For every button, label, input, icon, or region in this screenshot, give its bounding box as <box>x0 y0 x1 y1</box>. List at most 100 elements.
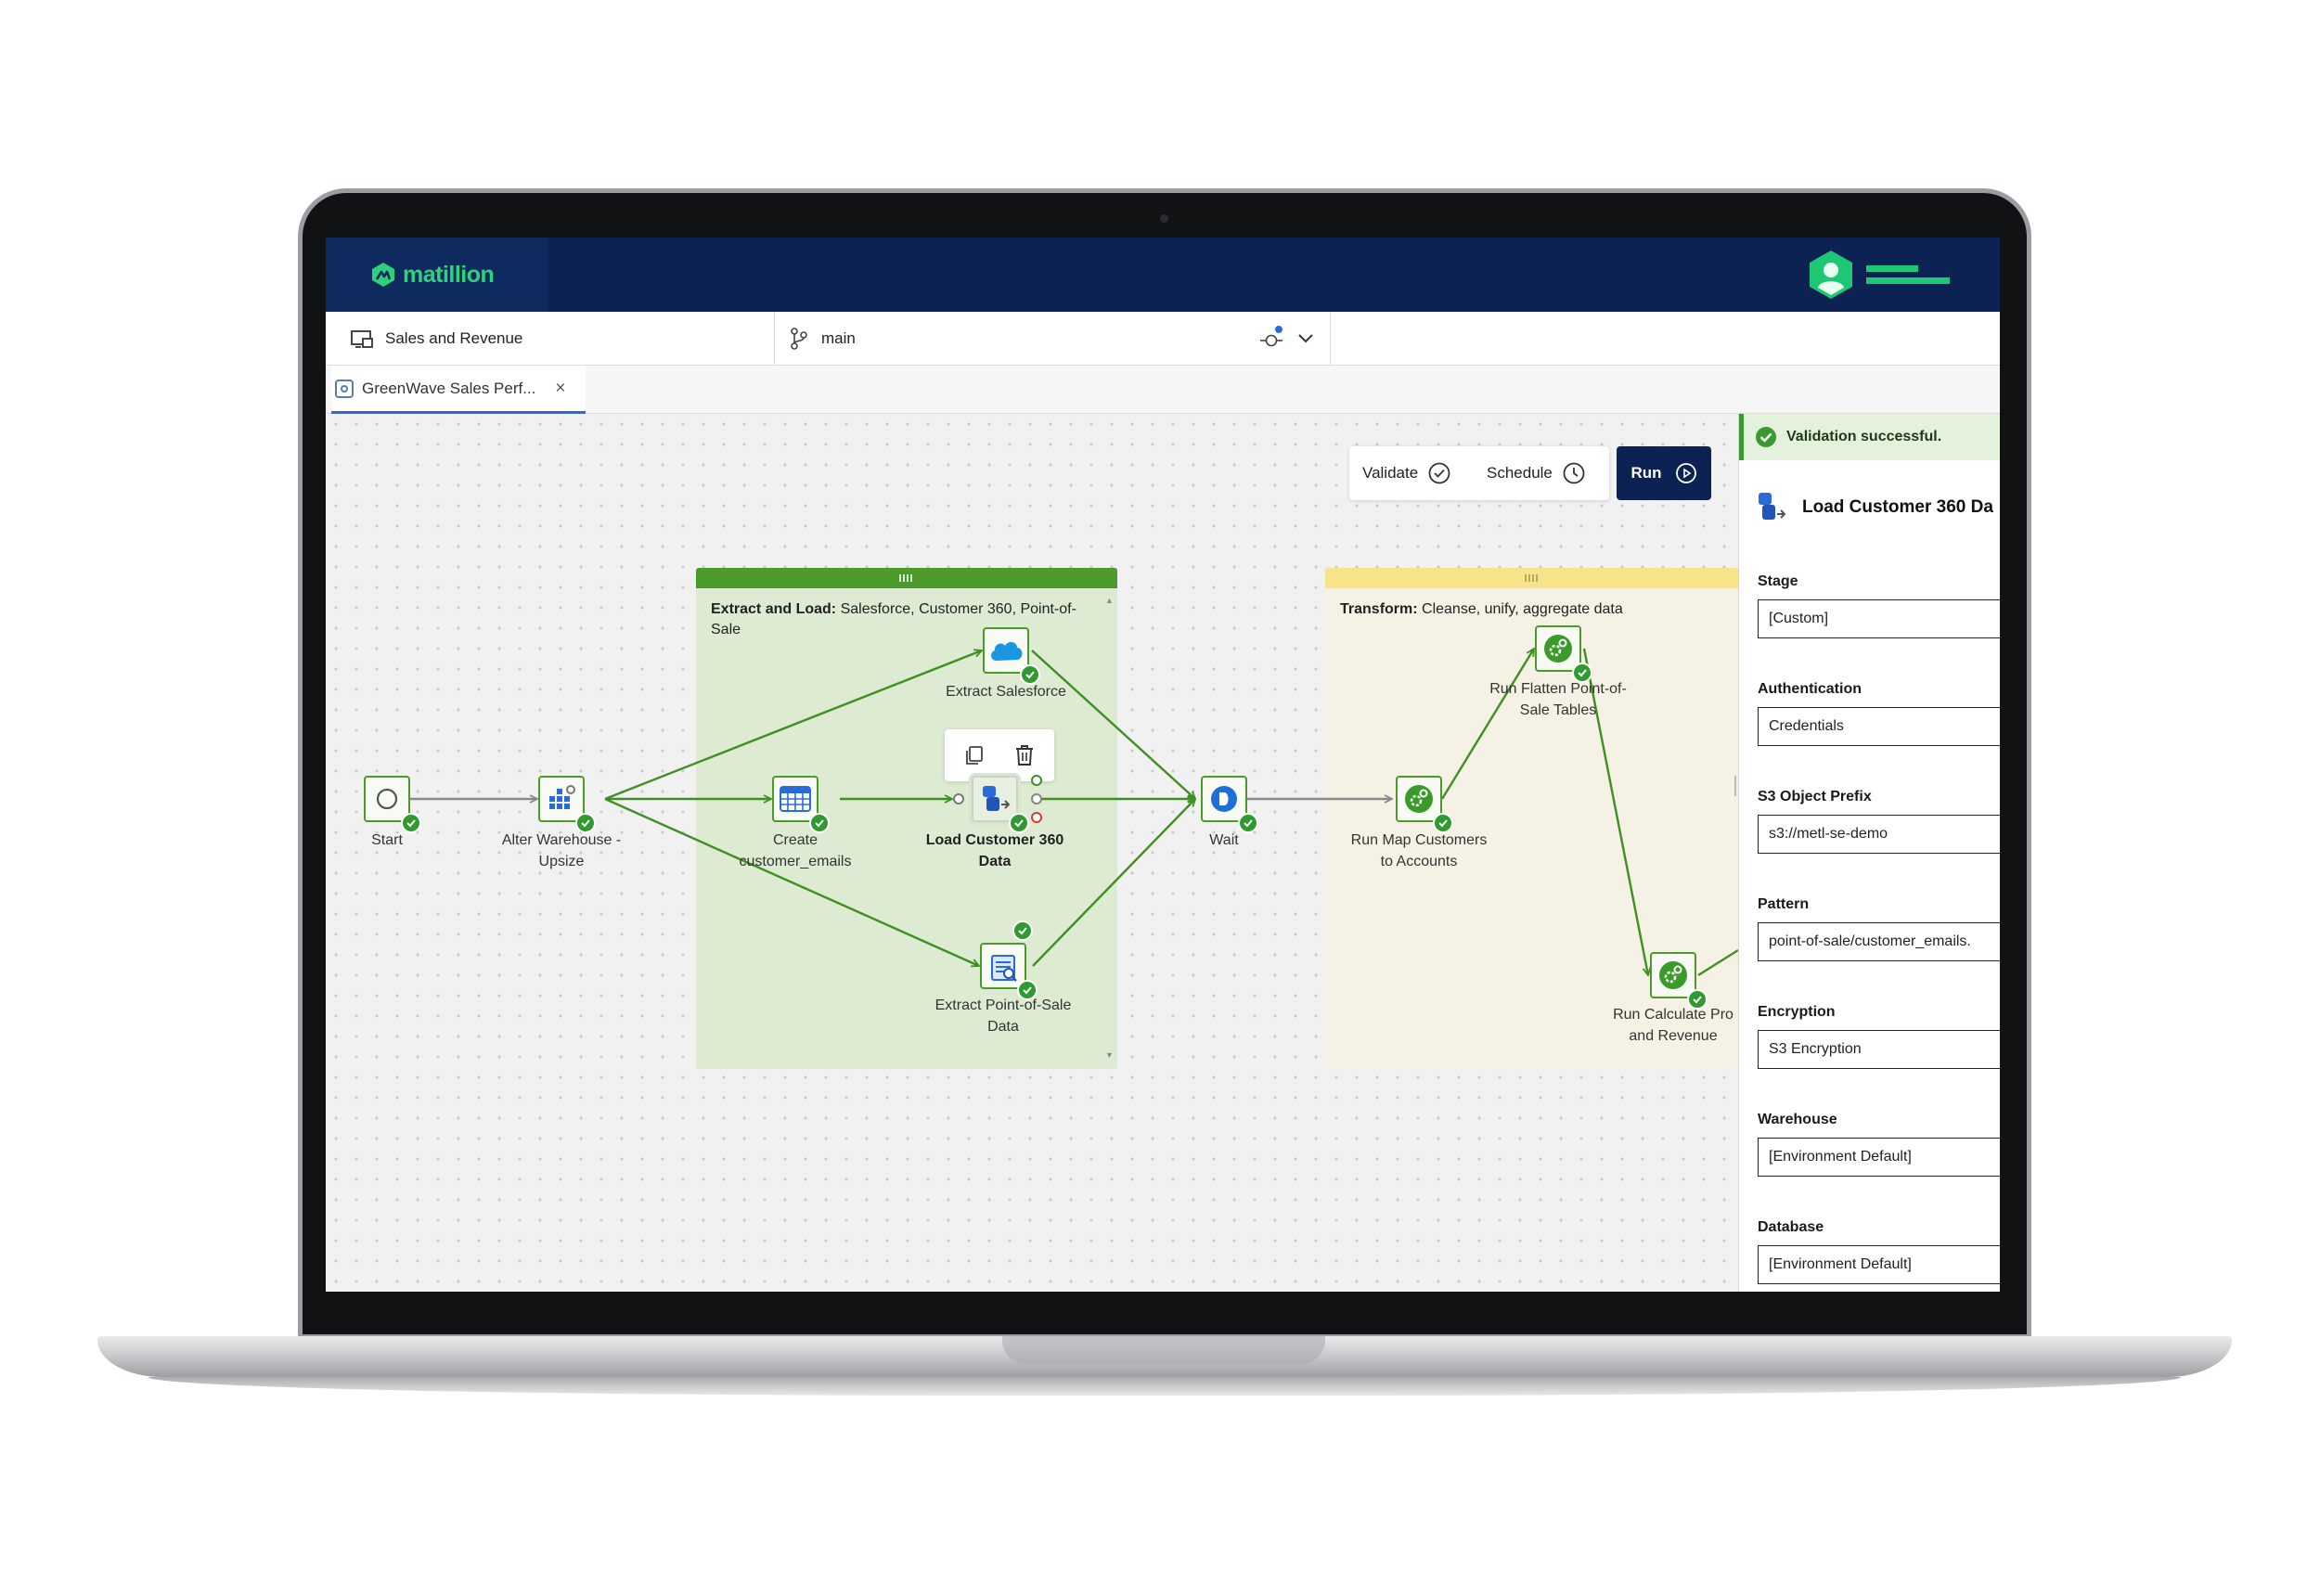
success-check-icon <box>1572 663 1592 683</box>
git-branch-icon <box>791 328 807 350</box>
property-label: Stage <box>1758 573 1798 589</box>
drag-handle-icon[interactable] <box>1524 574 1540 582</box>
property-label: Authentication <box>1758 681 1862 697</box>
delete-icon[interactable] <box>1013 743 1036 767</box>
note-group-extract-load[interactable]: Extract and Load: Salesforce, Customer 3… <box>696 568 1117 1069</box>
node-load-customer-360[interactable] <box>972 776 1029 833</box>
success-check-icon <box>1009 813 1029 833</box>
output-port-unconditional[interactable] <box>1031 793 1042 804</box>
connector-lines <box>410 414 1738 1292</box>
hamburger-menu-icon[interactable] <box>1866 265 1950 290</box>
node-run-map-customers[interactable] <box>1396 776 1453 833</box>
property-label: Warehouse <box>1758 1112 1837 1127</box>
property-field[interactable]: [Custom] <box>1758 599 2000 638</box>
branch-selector[interactable]: main <box>790 312 856 366</box>
property-label: S3 Object Prefix <box>1758 789 1872 804</box>
run-transform-icon <box>1535 625 1581 672</box>
camera <box>1160 214 1168 223</box>
property-field[interactable]: point-of-sale/customer_emails. <box>1758 922 2000 961</box>
property-label: Pattern <box>1758 896 1810 912</box>
node-label: Alter Warehouse -Upsize <box>501 832 622 869</box>
s3-load-icon <box>972 776 1018 822</box>
close-icon[interactable]: × <box>555 378 566 398</box>
tab-label: GreenWave Sales Perf... <box>362 379 536 397</box>
chevron-down-icon[interactable] <box>1296 332 1315 345</box>
play-circle-icon <box>1675 463 1696 483</box>
top-nav-bar: matillion <box>326 238 2000 312</box>
property-field[interactable]: S3 Encryption <box>1758 1030 2000 1069</box>
laptop-base-edge <box>148 1377 2181 1396</box>
node-label: Start <box>371 832 403 848</box>
node-run-calculate[interactable] <box>1650 952 1708 1010</box>
project-name: Sales and Revenue <box>385 329 523 347</box>
properties-panel: Validation successful. Load Customer 360… <box>1738 414 2000 1292</box>
property-field[interactable]: [Environment Default] <box>1758 1138 2000 1177</box>
group-scrollbar[interactable]: ▲▼ <box>1105 596 1114 1060</box>
project-selector[interactable]: Sales and Revenue <box>350 312 522 366</box>
check-circle-icon <box>1428 462 1450 484</box>
edge-pos-wait <box>1032 799 1195 967</box>
component-title: Load Customer 360 Da <box>1756 490 1993 525</box>
clock-icon <box>1563 462 1585 484</box>
schedule-label: Schedule <box>1487 464 1553 482</box>
node-label: Wait <box>1209 832 1239 848</box>
node-start[interactable] <box>364 776 421 833</box>
drag-handle-icon[interactable] <box>899 574 914 582</box>
node-wait[interactable] <box>1201 776 1258 833</box>
wait-icon <box>1201 776 1247 822</box>
branch-tools <box>1259 312 1315 366</box>
property-label: Encryption <box>1758 1004 1836 1020</box>
edge-map-flatten <box>1440 649 1534 800</box>
schedule-button[interactable]: Schedule <box>1487 446 1586 500</box>
run-label: Run <box>1630 464 1662 482</box>
node-label: Extract Salesforce <box>946 684 1066 700</box>
node-label: Run Flatten Point-of-Sale Tables <box>1489 681 1627 718</box>
node-context-toolbar <box>945 729 1054 781</box>
commit-icon[interactable] <box>1259 325 1287 353</box>
logo-text: matillion <box>403 261 495 288</box>
validate-label: Validate <box>1362 464 1419 482</box>
edge-alter-pos <box>604 797 979 966</box>
run-button[interactable]: Run <box>1617 446 1711 500</box>
edge-calc-out <box>1697 948 1738 977</box>
project-icon <box>351 330 373 348</box>
input-port[interactable] <box>953 793 964 804</box>
warehouse-icon <box>538 776 585 822</box>
success-check-icon <box>575 813 596 833</box>
group-header[interactable] <box>696 568 1117 588</box>
success-check-icon <box>1020 664 1040 685</box>
group-header[interactable] <box>1325 568 1738 588</box>
logo[interactable]: matillion <box>326 238 548 312</box>
run-transform-icon <box>1396 776 1442 822</box>
validate-button[interactable]: Validate <box>1362 446 1451 500</box>
user-avatar-icon[interactable] <box>1805 249 1857 301</box>
tab-pipeline[interactable]: GreenWave Sales Perf... × <box>331 366 586 414</box>
copy-icon[interactable] <box>963 744 986 766</box>
database-extract-icon <box>980 943 1026 989</box>
pipeline-canvas[interactable]: Extract and Load: Salesforce, Customer 3… <box>326 414 1738 1292</box>
divider <box>774 312 775 366</box>
node-create-table[interactable] <box>772 776 830 833</box>
property-field[interactable]: Credentials <box>1758 707 2000 746</box>
node-extract-pos[interactable] <box>980 943 1038 1000</box>
output-port-success[interactable] <box>1031 775 1042 786</box>
table-icon <box>772 776 818 822</box>
node-alter-warehouse[interactable] <box>538 776 596 833</box>
pipeline-actions: Validate Schedule <box>1349 446 1609 500</box>
group-title: Extract and Load: Salesforce, Customer 3… <box>711 601 1076 637</box>
property-field[interactable]: [Environment Default] <box>1758 1245 2000 1284</box>
output-port-failure[interactable] <box>1031 812 1042 823</box>
app-screen: matillion Sales and Revenue <box>326 238 2000 1292</box>
matillion-logo-icon <box>372 263 394 287</box>
validation-message: Validation successful. <box>1786 429 1942 444</box>
node-run-flatten[interactable] <box>1535 625 1592 683</box>
property-field[interactable]: s3://metl-se-demo <box>1758 815 2000 854</box>
success-check-icon <box>1433 813 1453 833</box>
property-label: Database <box>1758 1219 1824 1235</box>
node-extract-salesforce[interactable] <box>983 627 1040 685</box>
